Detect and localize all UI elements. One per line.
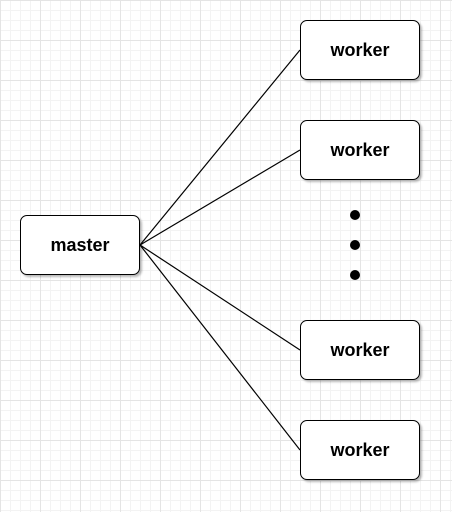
edge-master-worker-4 [139,244,301,451]
worker-node-4[interactable]: worker [300,420,420,480]
ellipsis-dot [350,270,360,280]
worker-label: worker [330,39,390,60]
worker-label: worker [330,139,390,160]
master-node[interactable]: master [20,215,140,275]
worker-node-1[interactable]: worker [300,20,420,80]
edge-master-worker-3 [139,244,301,351]
master-label: master [50,234,110,255]
worker-label: worker [330,439,390,460]
ellipsis-dot [350,240,360,250]
edge-master-worker-1 [139,49,301,246]
worker-node-2[interactable]: worker [300,120,420,180]
worker-node-3[interactable]: worker [300,320,420,380]
edge-master-worker-2 [139,149,301,246]
worker-label: worker [330,339,390,360]
ellipsis-dot [350,210,360,220]
